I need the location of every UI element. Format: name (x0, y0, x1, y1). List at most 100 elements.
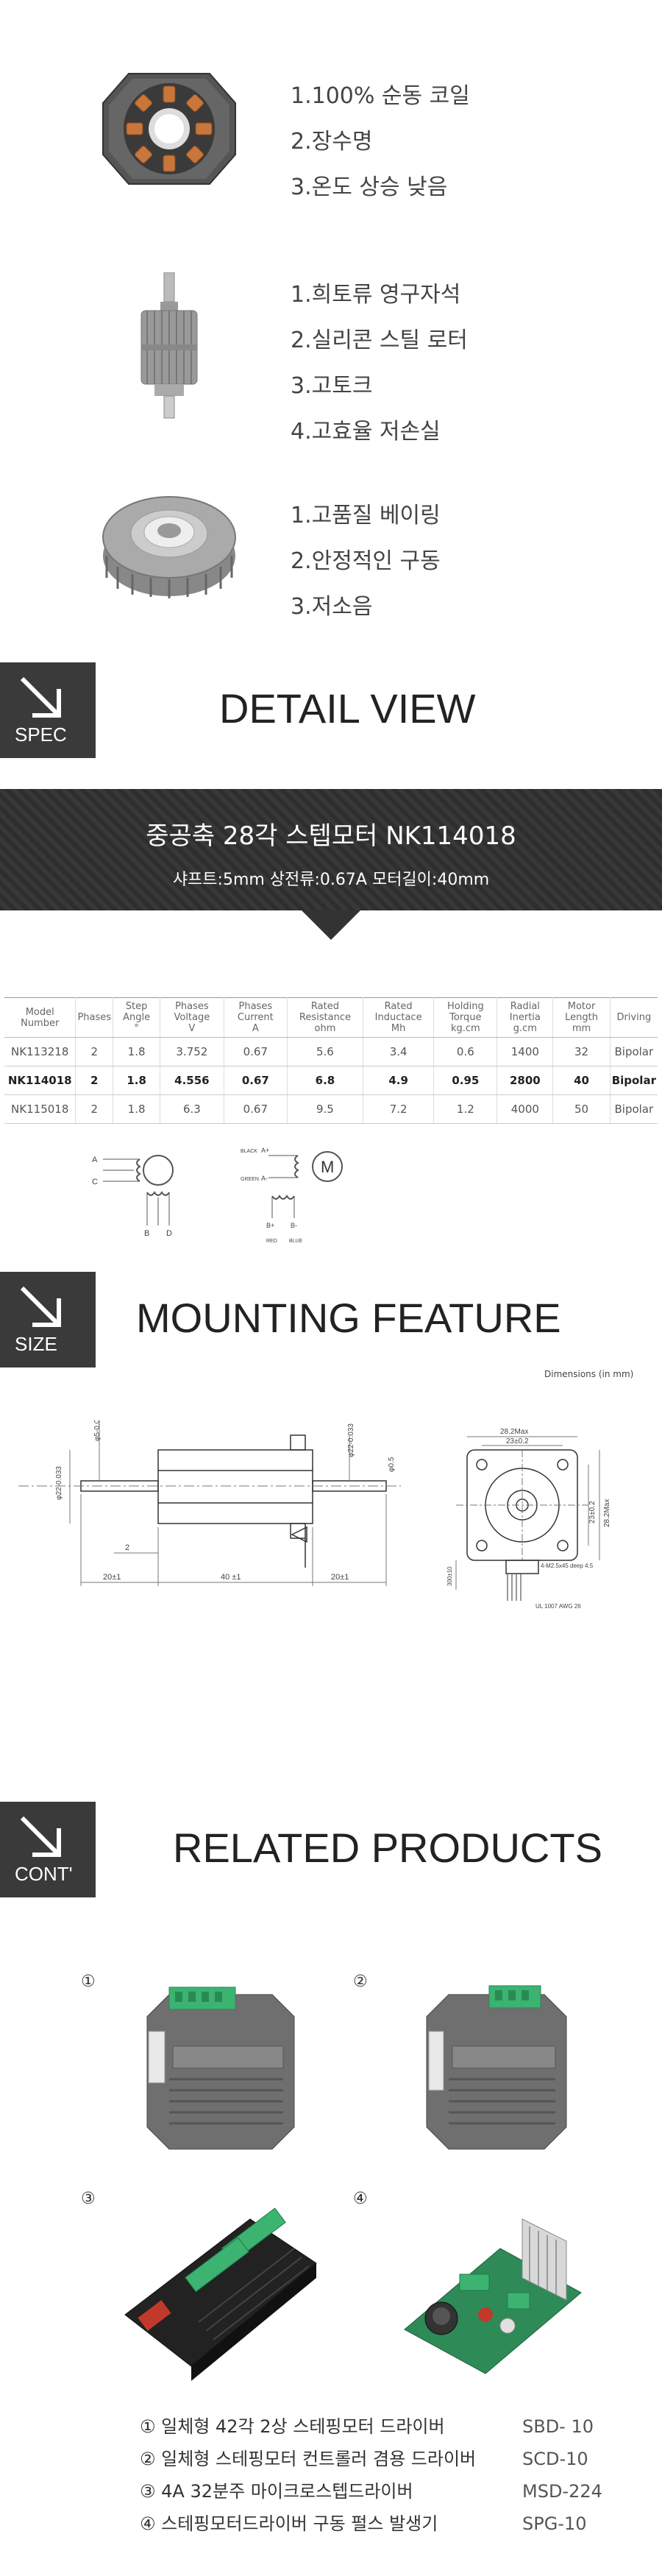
table-cell: 4.556 (160, 1066, 224, 1095)
feature-item: 2.실리콘 스틸 로터 (291, 328, 468, 353)
dimension-label: 40 ±1 (221, 1573, 241, 1582)
table-cell: NK113218 (4, 1037, 76, 1066)
section-header-cont: CONT' RELATED PRODUCTS (0, 1802, 662, 1897)
banner-subtitle: 샤프트:5mm 상전류:0.67A 모터길이:40mm (172, 871, 490, 889)
spec-column-label: Rated Resistance (299, 1001, 351, 1023)
feature-item: 3.고토크 (291, 373, 373, 399)
table-cell: 1.8 (113, 1094, 161, 1124)
table-cell: 3.752 (160, 1037, 224, 1066)
wire-label: B- (291, 1222, 297, 1229)
spec-column-unit: A (252, 1023, 259, 1034)
table-cell: 32 (552, 1037, 611, 1066)
spec-column-unit: g.cm (513, 1023, 537, 1034)
dimension-label: φ22-0.033 (347, 1423, 355, 1457)
wire-label: B (144, 1229, 149, 1238)
table-cell: Bipolar (610, 1066, 658, 1095)
table-cell: 6.8 (287, 1066, 363, 1095)
wiring-diagram-bipolar: M BLACK A+ GREEN A- B+ B- RED BLUE (239, 1141, 364, 1248)
feature-item: 1.희토류 영구자석 (291, 282, 461, 308)
section-tag-text: CONT' (15, 1863, 73, 1885)
section-tag-text: SPEC (15, 723, 67, 746)
table-cell: 2 (75, 1037, 114, 1066)
wire-label: BLACK (241, 1149, 257, 1154)
spec-column-unit: ° (134, 1023, 139, 1034)
coil-stator-icon (96, 63, 243, 224)
feature-item: 3.저소음 (291, 594, 373, 620)
spec-column-label: Radial Inertia (509, 1001, 541, 1023)
related-product-item[interactable]: ③ 4A 32분주 마이크로스텝드라이버 MSD-224 (140, 2475, 602, 2508)
dimension-label: 28.2Max (500, 1428, 528, 1436)
feature-item: 3.온도 상승 낮음 (291, 174, 448, 200)
product-3[interactable]: ③ (81, 2190, 324, 2388)
table-cell: 0.67 (224, 1037, 288, 1066)
dimension-label: UL 1007 AWG 26 (535, 1603, 581, 1610)
spec-column-unit: kg.cm (450, 1023, 480, 1034)
table-cell: 0.95 (433, 1066, 498, 1095)
table-cell: 50 (552, 1094, 611, 1124)
table-cell: 7.2 (363, 1094, 435, 1124)
spec-column-label: Phases Voltage (174, 1001, 210, 1023)
table-cell: 2 (75, 1066, 114, 1095)
spec-table: Model Number Phases Step Angle° Phases Volt… (4, 997, 658, 1124)
table-cell: 1.2 (433, 1094, 498, 1124)
product-1[interactable]: ① (81, 1972, 324, 2164)
table-cell: 1400 (496, 1037, 554, 1066)
related-product-code: MSD-224 (522, 2481, 602, 2502)
related-product-code: SCD-10 (522, 2449, 588, 2469)
product-2[interactable]: ② (353, 1972, 596, 2164)
spec-column-header: Driving (610, 997, 658, 1038)
table-cell: 2800 (496, 1066, 554, 1095)
wire-label: BLUE (289, 1239, 303, 1244)
side-view-drawing: φ5-0.012 φ22-0.033 φ22-0.033 φ0.5 2 20±1… (18, 1411, 401, 1619)
spec-column-label: Phases Current (237, 1001, 274, 1023)
section-tag-text: SIZE (15, 1333, 57, 1355)
wiring-diagram-unipolar: A C B D (88, 1144, 191, 1248)
section-tag: SIZE (0, 1272, 96, 1367)
table-cell: 0.67 (224, 1094, 288, 1124)
spec-column-label: Step Angle (123, 1001, 151, 1023)
table-cell: 2 (75, 1094, 114, 1124)
table-cell: 0.67 (224, 1066, 288, 1095)
dimension-label: φ0.5 (388, 1457, 396, 1472)
spec-column-label: Model Number (21, 1006, 60, 1029)
table-cell: NK115018 (4, 1094, 76, 1124)
dimension-label: 2 (125, 1543, 129, 1552)
section-title: RELATED PRODUCTS (173, 1825, 602, 1871)
spec-column-unit: ohm (314, 1023, 336, 1034)
spec-column-label: Holding Torque (447, 1001, 484, 1023)
dimension-label: 28.2Max (603, 1499, 611, 1527)
integrated-controller-driver-icon (426, 1985, 567, 2150)
product-number: ④ (353, 2190, 368, 2208)
wire-label: RED (266, 1239, 277, 1244)
front-view-drawing: 28.2Max 23±0.2 23±0.2 28.2Max 4-M2.5x45 … (441, 1420, 640, 1619)
table-cell: 0.6 (433, 1037, 498, 1066)
arrow-down-right-icon (20, 1286, 61, 1327)
pulse-generator-icon (404, 2218, 582, 2374)
product-4[interactable]: ④ (353, 2190, 596, 2388)
table-cell: 9.5 (287, 1094, 363, 1124)
feature-item: 1.100% 순동 코일 (291, 83, 470, 109)
table-cell: NK114018 (4, 1066, 76, 1095)
section-title: DETAIL VIEW (219, 685, 476, 732)
related-product-item[interactable]: ② 일체형 스테핑모터 컨트롤러 겸용 드라이버 SCD-10 (140, 2443, 588, 2475)
dimension-label: 4-M2.5x45 deep 4.5 (541, 1563, 594, 1569)
wire-label: GREEN (241, 1177, 259, 1182)
banner-title: 중공축 28각 스텝모터 NK114018 (146, 821, 516, 851)
related-product-code: SPG-10 (522, 2513, 587, 2534)
wire-label: D (166, 1229, 172, 1238)
banner-notch (302, 910, 360, 940)
table-cell: 6.3 (160, 1094, 224, 1124)
dimension-label: 20±1 (331, 1573, 349, 1582)
product-number: ③ (81, 2190, 96, 2208)
related-product-label: ② 일체형 스테핑모터 컨트롤러 겸용 드라이버 (140, 2449, 477, 2469)
spec-column-header: Phases (75, 997, 114, 1038)
related-product-label: ③ 4A 32분주 마이크로스텝드라이버 (140, 2481, 413, 2502)
section-header-spec: SPEC DETAIL VIEW (0, 662, 662, 758)
